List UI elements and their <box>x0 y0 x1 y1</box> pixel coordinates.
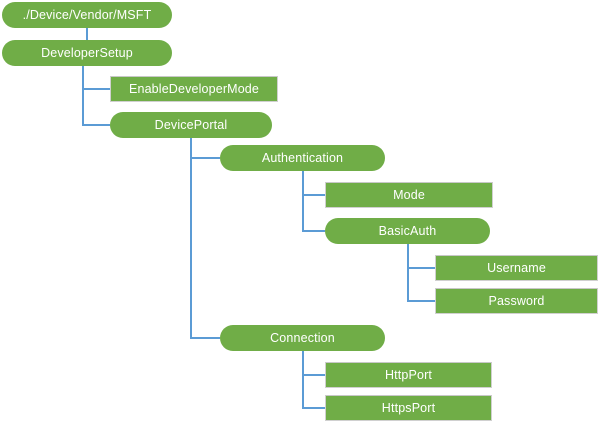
node-root[interactable]: ./Device/Vendor/MSFT <box>2 2 172 28</box>
connector-device-portal-to-connection <box>190 138 220 339</box>
node-device-portal[interactable]: DevicePortal <box>110 112 272 138</box>
connector-authentication-to-basic-auth <box>302 171 325 232</box>
connector-basic-auth-to-password <box>407 244 435 302</box>
node-username[interactable]: Username <box>435 255 598 281</box>
node-https-port[interactable]: HttpsPort <box>325 395 492 421</box>
node-label-root: ./Device/Vendor/MSFT <box>22 7 152 22</box>
node-http-port[interactable]: HttpPort <box>325 362 492 388</box>
connector-basic-auth-to-username <box>407 244 435 269</box>
connector-connection-to-https-port <box>302 351 325 409</box>
connector-authentication-to-mode <box>302 171 325 196</box>
node-label-mode: Mode <box>393 187 425 202</box>
connector-developer-setup-to-enable-developer-mode <box>82 66 110 90</box>
connector-connection-to-http-port <box>302 351 325 376</box>
node-label-http-port: HttpPort <box>384 367 433 382</box>
node-label-username: Username <box>487 260 546 275</box>
node-password[interactable]: Password <box>435 288 598 314</box>
connector-developer-setup-to-device-portal <box>82 66 110 126</box>
node-authentication[interactable]: Authentication <box>220 145 385 171</box>
node-label-developer-setup: DeveloperSetup <box>41 45 133 60</box>
node-label-authentication: Authentication <box>261 150 344 165</box>
connector-device-portal-to-authentication <box>190 138 220 159</box>
node-connection[interactable]: Connection <box>220 325 385 351</box>
node-label-device-portal: DevicePortal <box>154 117 228 132</box>
node-label-basic-auth: BasicAuth <box>378 223 437 238</box>
node-developer-setup[interactable]: DeveloperSetup <box>2 40 172 66</box>
node-label-connection: Connection <box>270 330 335 345</box>
node-mode[interactable]: Mode <box>325 182 493 208</box>
node-label-enable-developer-mode: EnableDeveloperMode <box>128 81 260 96</box>
node-basic-auth[interactable]: BasicAuth <box>325 218 490 244</box>
node-label-password: Password <box>488 293 545 308</box>
node-label-https-port: HttpsPort <box>381 400 436 415</box>
node-enable-developer-mode[interactable]: EnableDeveloperMode <box>110 76 278 102</box>
